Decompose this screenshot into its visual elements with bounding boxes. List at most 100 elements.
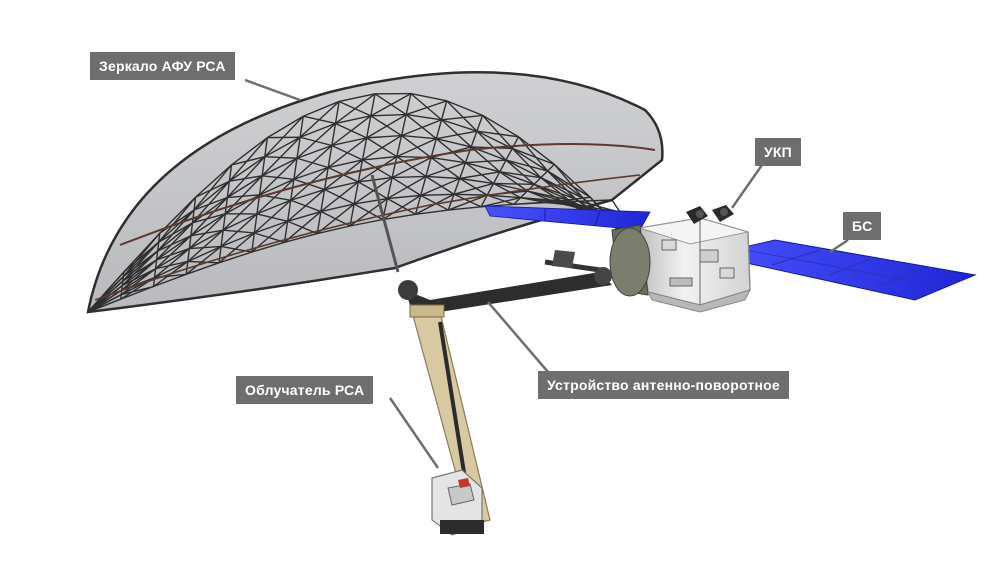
truss-member: [553, 163, 591, 198]
truss-member: [320, 189, 326, 212]
truss-member: [354, 197, 388, 205]
truss-member: [436, 137, 472, 148]
truss-member: [430, 157, 461, 180]
truss-member: [511, 147, 548, 172]
truss-member: [320, 203, 355, 213]
truss-member: [476, 130, 513, 150]
label-ukp: УКП: [755, 138, 801, 166]
truss-member: [335, 115, 371, 125]
spacecraft-bus: [609, 205, 751, 313]
reflector-rim-lower: [94, 174, 641, 301]
truss-member: [362, 155, 397, 161]
leader-mirror: [244, 78, 301, 102]
truss-member: [512, 147, 555, 165]
truss-member: [441, 119, 478, 132]
truss-member: [286, 200, 292, 222]
truss-member: [391, 156, 398, 178]
truss-member: [435, 138, 466, 164]
truss-member: [155, 247, 190, 270]
truss-member: [264, 137, 269, 157]
truss-member: [299, 122, 336, 138]
truss-member: [441, 119, 472, 148]
truss-member: [487, 194, 521, 199]
solar-array-right: [709, 239, 977, 301]
truss-member: [195, 164, 232, 198]
truss-member: [154, 259, 158, 269]
truss-member: [505, 159, 535, 185]
truss-member: [480, 194, 488, 208]
truss-member: [327, 137, 368, 169]
truss-member: [459, 177, 494, 185]
truss-member: [186, 262, 220, 275]
truss-member: [331, 123, 337, 146]
truss-member: [476, 130, 507, 161]
boom-arm: [398, 250, 612, 312]
truss-member: [540, 170, 549, 179]
ukp-unit: [686, 205, 734, 224]
truss-member: [193, 180, 230, 211]
truss-member: [121, 250, 159, 287]
truss-member: [158, 209, 195, 243]
truss-member: [396, 156, 427, 178]
truss-member: [453, 178, 461, 195]
truss-member: [222, 213, 226, 231]
truss-member: [156, 242, 160, 252]
truss-member: [222, 194, 261, 231]
truss-member: [553, 163, 584, 199]
truss-member: [193, 197, 197, 211]
truss-member: [158, 222, 193, 243]
truss-member: [320, 181, 359, 213]
label-mirror: Зеркало АФУ РСА: [90, 52, 235, 80]
truss-member: [582, 196, 591, 199]
truss-member: [253, 213, 258, 234]
reflector-mirror: [86, 71, 664, 314]
truss-member: [218, 232, 255, 264]
truss-member: [222, 213, 258, 231]
truss-member: [401, 119, 442, 137]
leader-feed: [388, 397, 440, 469]
truss-member: [154, 260, 189, 279]
truss-member: [420, 176, 427, 196]
bus-details: [661, 218, 735, 305]
truss-member: [370, 92, 412, 117]
truss-member: [120, 285, 154, 300]
truss-member: [158, 196, 197, 243]
truss-member: [220, 213, 258, 247]
truss-member: [218, 246, 222, 263]
truss-member: [391, 156, 432, 179]
reflector-rim: [119, 143, 656, 246]
truss-member: [157, 209, 195, 252]
truss-member: [366, 113, 407, 139]
truss-member: [253, 199, 292, 234]
truss-member: [517, 136, 549, 172]
truss-member: [575, 197, 584, 200]
truss-member: [446, 100, 483, 117]
truss-member: [425, 162, 466, 178]
truss-member: [420, 193, 455, 197]
truss-member: [370, 113, 407, 117]
truss-member: [187, 245, 222, 263]
truss-member: [231, 137, 268, 166]
truss-member: [229, 175, 263, 182]
truss-member: [405, 100, 447, 116]
truss-member: [156, 235, 192, 261]
truss-member: [499, 171, 528, 192]
leader-ukp: [730, 164, 764, 209]
truss-member: [156, 222, 194, 261]
truss-member: [425, 175, 460, 180]
truss-member: [328, 159, 363, 169]
truss-member: [459, 177, 488, 196]
truss-member: [227, 194, 260, 199]
truss-member: [193, 164, 233, 211]
truss-member: [493, 182, 535, 186]
truss-member: [410, 92, 447, 102]
truss-member: [287, 189, 325, 222]
truss-member: [499, 159, 507, 173]
truss-member: [579, 199, 613, 202]
truss-member: [220, 230, 224, 247]
label-solar-arrays: БС: [843, 212, 882, 240]
truss-member: [476, 115, 484, 132]
truss-member: [302, 100, 340, 117]
truss-member: [159, 209, 195, 234]
truss-member: [480, 196, 521, 208]
